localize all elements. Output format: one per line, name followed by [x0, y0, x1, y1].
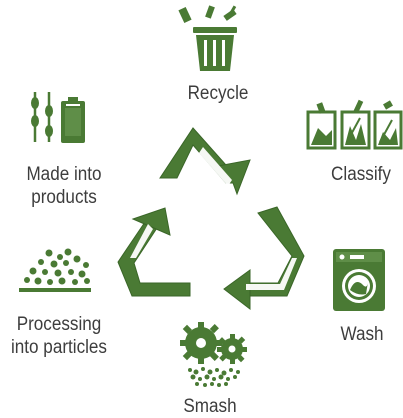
recycle-arrow-left	[117, 207, 191, 297]
step-label-wash: Wash	[335, 323, 389, 346]
washing-machine-icon	[333, 249, 385, 311]
recycle-label-text: Recycle	[187, 83, 249, 104]
trash-bin-icon	[178, 5, 237, 71]
crusher-gears-icon	[180, 322, 247, 387]
wash-label-text: Wash	[340, 324, 384, 345]
recycle-triangle-icon	[117, 127, 305, 311]
particles-label-line1: Processing	[16, 314, 102, 335]
sorting-bins-icon	[306, 99, 403, 150]
products-label-line2: products	[31, 187, 97, 208]
recycle-arrow-top	[159, 127, 251, 196]
step-label-products: Made into products	[14, 163, 115, 209]
products-icon	[31, 92, 85, 143]
particles-icon	[19, 248, 91, 292]
particles-label-line2: into particles	[10, 337, 107, 358]
step-label-recycle: Recycle	[182, 82, 254, 105]
smash-label-text: Smash	[183, 396, 237, 417]
classify-label-text: Classify	[331, 164, 391, 185]
step-label-particles: Processing into particles	[6, 313, 112, 359]
products-label-line1: Made into	[26, 164, 102, 185]
recycle-arrow-right	[223, 206, 305, 311]
step-label-classify: Classify	[326, 163, 396, 186]
step-label-smash: Smash	[179, 395, 242, 418]
